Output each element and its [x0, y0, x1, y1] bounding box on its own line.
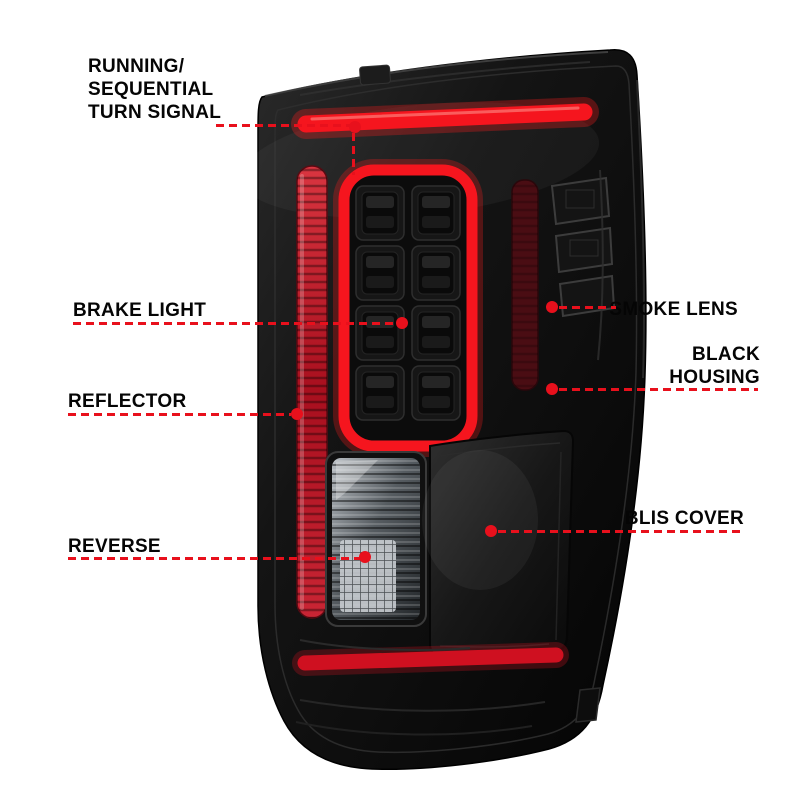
running-turn-signal-bar	[291, 97, 599, 139]
callout-leader-brake	[73, 322, 398, 325]
lower-housing-details	[295, 639, 601, 736]
callout-leader-reflector	[68, 413, 291, 416]
callout-label-line: BLACK	[692, 344, 760, 365]
reflector-strip	[296, 165, 328, 619]
callout-label-brake-light: BRAKE LIGHT	[73, 300, 207, 321]
callout-label-running-turn-signal: RUNNING/ SEQUENTIAL TURN SIGNAL	[88, 55, 221, 124]
callout-dot-reflector	[291, 408, 303, 420]
callout-dot-blis-cover	[485, 525, 497, 537]
callout-label-line: RUNNING/	[88, 56, 185, 77]
reverse-lens	[325, 451, 427, 627]
callout-label-reflector: REFLECTOR	[68, 391, 187, 412]
callout-leader-black-housing	[559, 388, 758, 391]
callout-leader-running-vertical	[352, 133, 355, 175]
callout-leader-reverse	[68, 557, 361, 560]
callout-label-black-housing: BLACK HOUSING	[669, 343, 760, 389]
callout-label-line: TURN SIGNAL	[88, 102, 222, 123]
callout-label-reverse: REVERSE	[68, 536, 161, 557]
callout-dot-black-housing	[546, 383, 558, 395]
side-marker-reflector	[511, 179, 539, 391]
callout-dot-reverse	[359, 551, 371, 563]
bottom-light-bar	[292, 642, 569, 676]
callout-label-line: HOUSING	[669, 367, 760, 388]
callout-leader-running	[216, 124, 352, 127]
callout-label-blis-cover: BLIS COVER	[624, 508, 744, 529]
callout-dot-running	[349, 121, 361, 133]
callout-label-smoke-lens: SMOKE LENS	[609, 299, 738, 320]
callout-leader-blis-cover	[498, 530, 744, 533]
callout-dot-brake	[396, 317, 408, 329]
callout-label-line: SEQUENTIAL	[88, 79, 214, 100]
blis-cover-panel	[422, 429, 575, 658]
callout-leader-smoke-lens	[559, 306, 616, 309]
callout-dot-smoke-lens	[546, 301, 558, 313]
